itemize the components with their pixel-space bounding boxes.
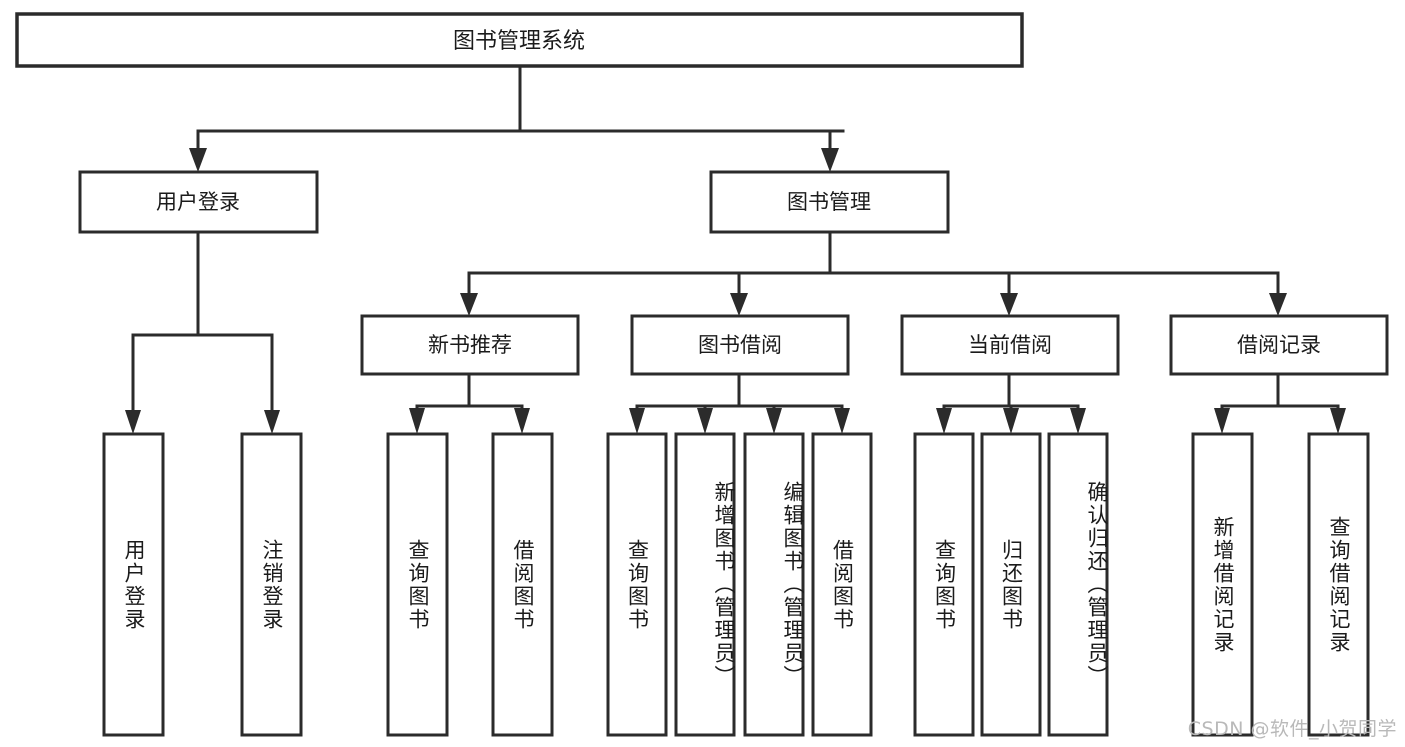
connector-userlogin-to-leaves [125,230,280,434]
node-user-login-label: 用户登录 [156,190,240,214]
leafbox-add-borrow-record[interactable] [1191,432,1254,737]
connector-borrowrecord-to-leaves [1214,372,1346,434]
node-root[interactable]: 图书管理系统 [15,12,1024,68]
leafbox-query-book-a[interactable] [386,432,449,737]
connector-bookborrow-to-leaves [629,372,850,434]
node-borrow-record[interactable]: 借阅记录 [1169,314,1389,376]
watermark-text: CSDN @软件_小贺同学 [1187,718,1397,740]
leafbox-query-book-c[interactable] [913,432,975,737]
node-new-book-recommend[interactable]: 新书推荐 [360,314,580,376]
node-current-borrow-label: 当前借阅 [968,333,1052,357]
leafbox-borrow-book-a[interactable] [491,432,554,737]
leafbox-borrow-book-b[interactable] [811,432,873,737]
leafbox-edit-book-admin[interactable] [743,432,805,737]
leafbox-logout[interactable] [240,432,303,737]
node-book-borrow[interactable]: 图书借阅 [630,314,850,376]
connector-newbook-to-leaves [409,372,530,434]
node-book-management-label: 图书管理 [787,190,871,214]
node-borrow-record-label: 借阅记录 [1237,333,1321,357]
leafbox-confirm-return-admin[interactable] [1047,432,1109,737]
leafbox-add-book-admin[interactable] [674,432,736,737]
leafbox-user-login[interactable] [102,432,165,737]
connector-root-to-level1 [189,64,845,172]
node-current-borrow[interactable]: 当前借阅 [900,314,1120,376]
connector-bookmgmt-to-level2 [460,230,1287,316]
node-book-management[interactable]: 图书管理 [709,170,950,234]
node-user-login[interactable]: 用户登录 [78,170,319,234]
leafbox-query-borrow-record[interactable] [1307,432,1370,737]
node-root-label: 图书管理系统 [453,29,585,54]
node-new-book-recommend-label: 新书推荐 [428,333,512,357]
node-book-borrow-label: 图书借阅 [698,333,782,357]
leafbox-query-book-b[interactable] [606,432,668,737]
leafbox-return-book[interactable] [980,432,1042,737]
connector-currentborrow-to-leaves [936,372,1086,434]
